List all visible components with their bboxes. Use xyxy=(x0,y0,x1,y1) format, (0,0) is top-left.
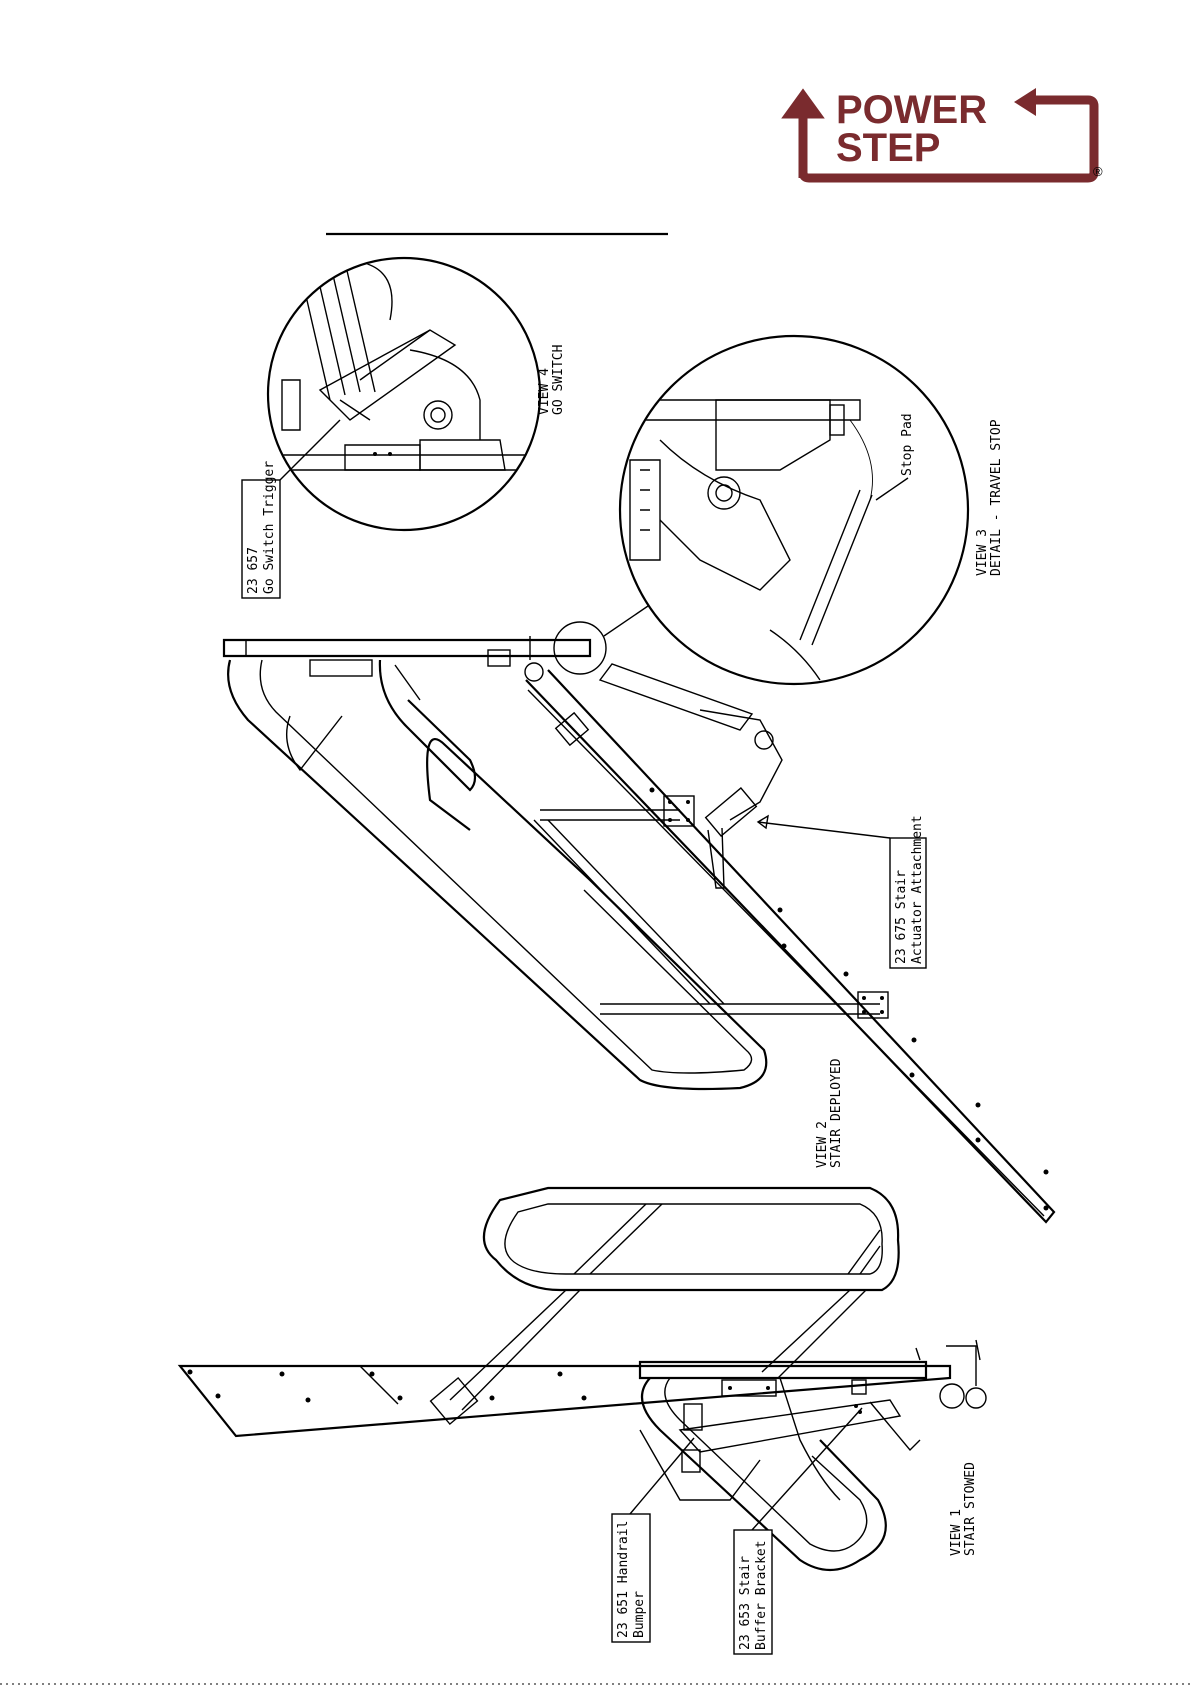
view1-stair-stowed: VIEW 1 STAIR STOWED xyxy=(180,1188,986,1570)
actuator-line2: Actuator Attachment xyxy=(910,815,925,964)
logo-line2: STEP xyxy=(836,126,940,170)
view2-stair-deployed: VIEW 2 STAIR DEPLOYED xyxy=(224,606,1054,1222)
callout-go-switch-trigger: 23 657 Go Switch Trigger xyxy=(242,420,340,598)
bumper-line1: 23 651 Handrail xyxy=(616,1521,631,1638)
buffer-line1: 23 653 Stair xyxy=(738,1556,753,1650)
power-step-logo: POWER STEP ® xyxy=(790,88,1103,179)
view3-detail: Stop Pad VIEW 3 DETAIL - TRAVEL STOP xyxy=(620,336,1004,684)
view3-number: VIEW 3 xyxy=(975,529,990,576)
go-switch-line1: 23 657 xyxy=(246,547,261,594)
stop-pad-label: Stop Pad xyxy=(900,413,915,476)
bumper-line2: Bumper xyxy=(632,1591,647,1638)
callout-buffer-bracket: 23 653 Stair Buffer Bracket xyxy=(734,1408,862,1654)
view1-title: STAIR STOWED xyxy=(963,1462,978,1556)
actuator-line1: 23 675 Stair xyxy=(894,870,909,964)
registered-mark: ® xyxy=(1093,164,1103,179)
view1-number: VIEW 1 xyxy=(949,1509,964,1556)
view4-detail: VIEW 4 GO SWITCH xyxy=(268,258,566,530)
view4-number: VIEW 4 xyxy=(537,368,552,415)
view3-title: DETAIL - TRAVEL STOP xyxy=(989,419,1004,576)
buffer-line2: Buffer Bracket xyxy=(754,1540,769,1650)
view2-title: STAIR DEPLOYED xyxy=(829,1058,844,1168)
go-switch-line2: Go Switch Trigger xyxy=(262,461,277,594)
view4-title: GO SWITCH xyxy=(551,345,566,415)
view2-number: VIEW 2 xyxy=(815,1121,830,1168)
